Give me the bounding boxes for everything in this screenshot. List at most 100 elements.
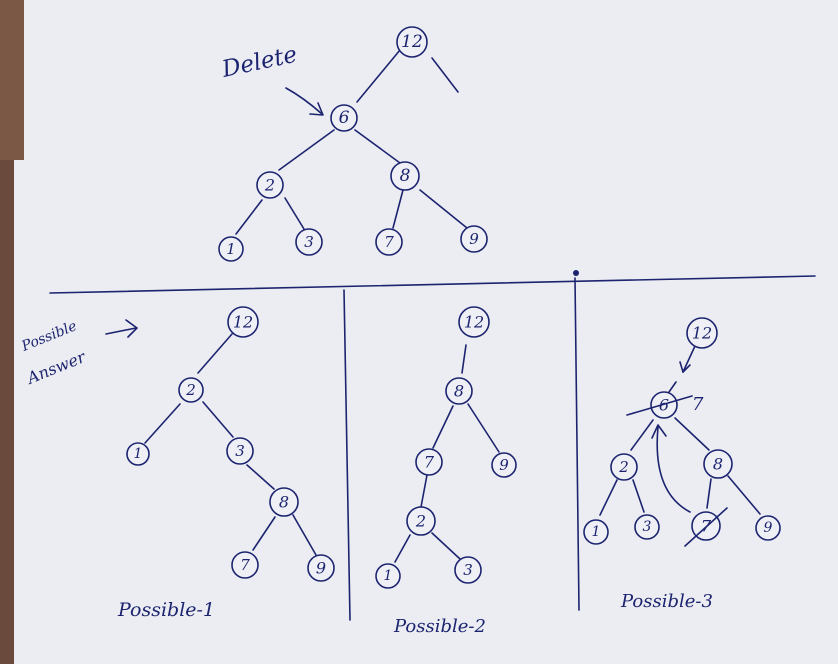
possible-3-caption: Possible-3 (620, 591, 713, 612)
tree-node-6: 6 (330, 104, 358, 132)
p3-arrowhead-b (679, 361, 684, 373)
p3-edge-2-1 (599, 479, 618, 516)
possible-2-tree: 12 8 7 9 2 1 3 Possible-2 (375, 306, 517, 637)
node-label: 9 (316, 559, 326, 578)
node-label: 9 (499, 456, 509, 474)
node-label: 7 (424, 453, 435, 472)
page-edge-left-top (0, 0, 24, 160)
delete-arrow-icon (285, 87, 323, 115)
node-label: 7 (384, 233, 394, 251)
edge-6-2 (278, 129, 335, 171)
possible-1-caption: Possible-1 (117, 599, 215, 621)
tree-node-9: 9 (460, 225, 488, 253)
p3-edge-6-2 (630, 419, 654, 451)
possible-3-tree: 12 6 7 2 8 1 3 7 9 Possible-3 (583, 317, 781, 612)
node-label: 12 (692, 324, 712, 343)
node-label: 1 (384, 568, 393, 584)
edge-8-7 (392, 189, 404, 229)
p2-edge-8-9 (467, 403, 500, 453)
p3-edge-6-8 (674, 417, 710, 451)
p3-node-3: 3 (634, 514, 660, 540)
p3-edge-12-6 (682, 345, 696, 373)
p2-edge-2-1 (394, 534, 411, 563)
edge-12-6 (356, 49, 401, 103)
node-label: 3 (304, 233, 314, 251)
tree-node-12: 12 (396, 26, 428, 58)
p1-edge-12-2 (197, 333, 233, 374)
node-label: 9 (764, 520, 773, 536)
p3-edge-8-7 (706, 478, 712, 509)
strike-through-6 (626, 395, 693, 416)
column-divider-1 (343, 289, 351, 621)
p3-edge-2-3 (632, 479, 645, 513)
node-label: 1 (134, 446, 143, 462)
node-label: 9 (469, 230, 479, 248)
p2-node-2: 2 (406, 506, 436, 536)
node-label: 1 (226, 240, 236, 258)
p1-edge-2-3 (202, 401, 234, 438)
tree-node-1: 1 (218, 236, 244, 262)
p2-node-9: 9 (491, 452, 517, 478)
edge-2-1 (235, 199, 263, 235)
p3-node-8: 8 (703, 449, 733, 479)
p3-edge-8-9 (727, 475, 761, 515)
page-edge-left (0, 0, 14, 664)
p3-arrowhead-a (682, 364, 691, 373)
node-label: 8 (454, 382, 464, 401)
p2-node-3: 3 (454, 556, 482, 584)
node-label: 6 (339, 108, 350, 128)
p3-node-12: 12 (686, 317, 718, 349)
p3-edge-12-6-lower (668, 381, 677, 393)
node-label: 3 (643, 519, 652, 535)
edge-8-9 (419, 189, 468, 229)
p2-edge-12-8 (461, 344, 467, 374)
node-label: 2 (618, 458, 629, 476)
move-up-arrowhead-icon (651, 424, 667, 439)
edge-2-3 (284, 197, 305, 230)
node-label: 2 (415, 512, 426, 531)
p2-edge-8-7 (432, 405, 454, 449)
node-label: 8 (400, 166, 411, 186)
p2-node-8: 8 (445, 377, 473, 405)
node-label: 2 (264, 176, 275, 195)
p1-node-12: 12 (227, 306, 259, 338)
p3-node-2: 2 (610, 453, 638, 481)
p1-node-7: 7 (231, 551, 259, 579)
delete-arrowhead-icon (309, 102, 324, 116)
edge-12-stub (431, 57, 459, 93)
node-label: 12 (401, 32, 423, 52)
p2-edge-7-2 (420, 474, 428, 508)
p2-edge-2-3 (431, 532, 461, 560)
edge-6-8 (354, 129, 401, 164)
p1-edge-3-8 (246, 464, 275, 490)
move-up-arrow-icon (656, 426, 691, 513)
node-label: 3 (235, 442, 245, 460)
p1-node-8: 8 (269, 487, 299, 517)
node-label: 2 (185, 381, 196, 399)
node-label: 7 (240, 556, 250, 574)
p2-node-1: 1 (375, 563, 401, 589)
possible-2-caption: Possible-2 (393, 616, 486, 637)
tree-node-3: 3 (295, 228, 323, 256)
node-label: 8 (279, 493, 289, 512)
p1-edge-8-7 (252, 516, 276, 551)
p1-node-2: 2 (178, 377, 204, 403)
column-divider-2 (574, 277, 580, 611)
tree-node-2: 2 (256, 171, 284, 199)
tree-node-8: 8 (390, 161, 420, 191)
node-label: 1 (592, 524, 601, 540)
p3-node-9: 9 (755, 515, 781, 541)
original-tree: 12 6 2 8 1 3 7 9 (218, 26, 488, 262)
p3-node-1: 1 (583, 519, 609, 545)
p1-edge-8-9 (292, 514, 317, 556)
node-label: 12 (233, 313, 253, 332)
horizontal-divider (49, 275, 816, 294)
p2-node-7: 7 (415, 448, 443, 476)
p1-node-3: 3 (226, 437, 254, 465)
p1-node-9: 9 (307, 554, 335, 582)
node-label: 3 (463, 561, 473, 579)
replacement-value-label: 7 (692, 394, 704, 415)
tree-node-7: 7 (375, 228, 403, 256)
p1-edge-2-1 (144, 403, 181, 444)
